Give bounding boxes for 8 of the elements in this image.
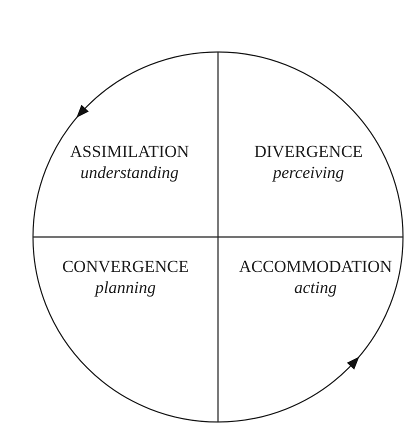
stage-subtitle: understanding	[80, 162, 179, 184]
stage-heading: ACCOMMODATION	[238, 257, 392, 277]
stage-subtitle: planning	[95, 277, 156, 299]
stage-heading: DIVERGENCE	[254, 142, 363, 162]
stage-heading: ASSIMILATION	[70, 142, 189, 162]
stage-subtitle: perceiving	[272, 162, 344, 184]
stage-subtitle: acting	[294, 277, 337, 299]
stage-heading: CONVERGENCE	[62, 257, 189, 277]
